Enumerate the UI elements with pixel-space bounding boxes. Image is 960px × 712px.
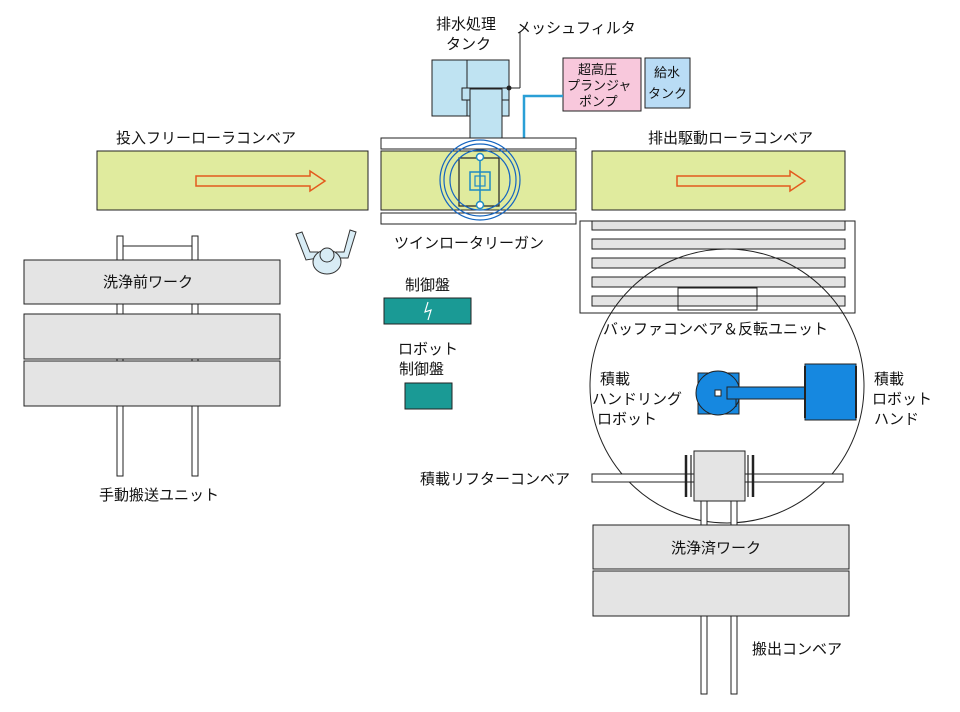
lifter-conveyor-label: 積載リフターコンベア [420, 470, 570, 488]
operator-figure [295, 229, 357, 275]
mesh-filter-leader [506, 32, 521, 91]
wastewater-tank-label-1: 排水処理 [436, 15, 496, 33]
mesh-filter-label: メッシュフィルタ [516, 19, 636, 37]
hand-label-1: 積載 [874, 370, 904, 388]
buffer-conveyor-label: バッファコンベア＆反転ユニット [603, 320, 828, 338]
pump-label-1: 超高圧 [578, 62, 617, 78]
control-panel-label: 制御盤 [405, 276, 450, 294]
hand-label-2: ロボット [872, 390, 932, 408]
after-wash-label: 洗浄済ワーク [671, 539, 761, 557]
twin-rotary-gun-station [380, 137, 577, 225]
control-panel [383, 297, 472, 325]
robot-hand [804, 363, 857, 421]
pump-label-2: プランジャ [567, 79, 631, 94]
water-tank-label-1: 給水 [654, 66, 680, 81]
outfeed-conveyor-label: 排出駆動ローラコンベア [648, 129, 813, 147]
robot-control-label-2: 制御盤 [399, 360, 444, 378]
high-pressure-pipe [522, 94, 563, 140]
high-pressure-pump [562, 57, 642, 112]
wastewater-tank [431, 59, 510, 142]
infeed-conveyor [96, 150, 369, 211]
handling-robot [695, 370, 810, 416]
unload-conveyor [700, 615, 738, 695]
outfeed-conveyor [591, 150, 846, 211]
washed-workpieces [592, 524, 850, 617]
unload-conveyor-label: 搬出コンベア [752, 640, 842, 658]
robot-label-1: 積載 [600, 370, 630, 388]
hand-label-3: ハンド [874, 410, 919, 428]
lifter-conveyor [591, 450, 844, 526]
robot-control-label-1: ロボット [398, 340, 458, 358]
before-wash-label: 洗浄前ワーク [103, 273, 193, 291]
robot-label-2: ハンドリング [592, 390, 682, 408]
water-supply-tank [644, 57, 691, 109]
robot-work-envelope [589, 248, 865, 524]
buffer-conveyor-unit [579, 220, 856, 314]
manual-transport-unit [23, 235, 281, 477]
pump-label-3: ポンプ [579, 95, 618, 110]
infeed-conveyor-label: 投入フリーローラコンベア [116, 129, 296, 147]
robot-label-3: ロボット [597, 410, 657, 428]
twin-rotary-gun-label: ツインロータリーガン [394, 234, 544, 252]
manual-transport-label: 手動搬送ユニット [99, 486, 219, 504]
wastewater-tank-label-2: タンク [446, 35, 491, 53]
water-tank-label-2: タンク [648, 87, 687, 102]
robot-control-panel [404, 382, 453, 410]
